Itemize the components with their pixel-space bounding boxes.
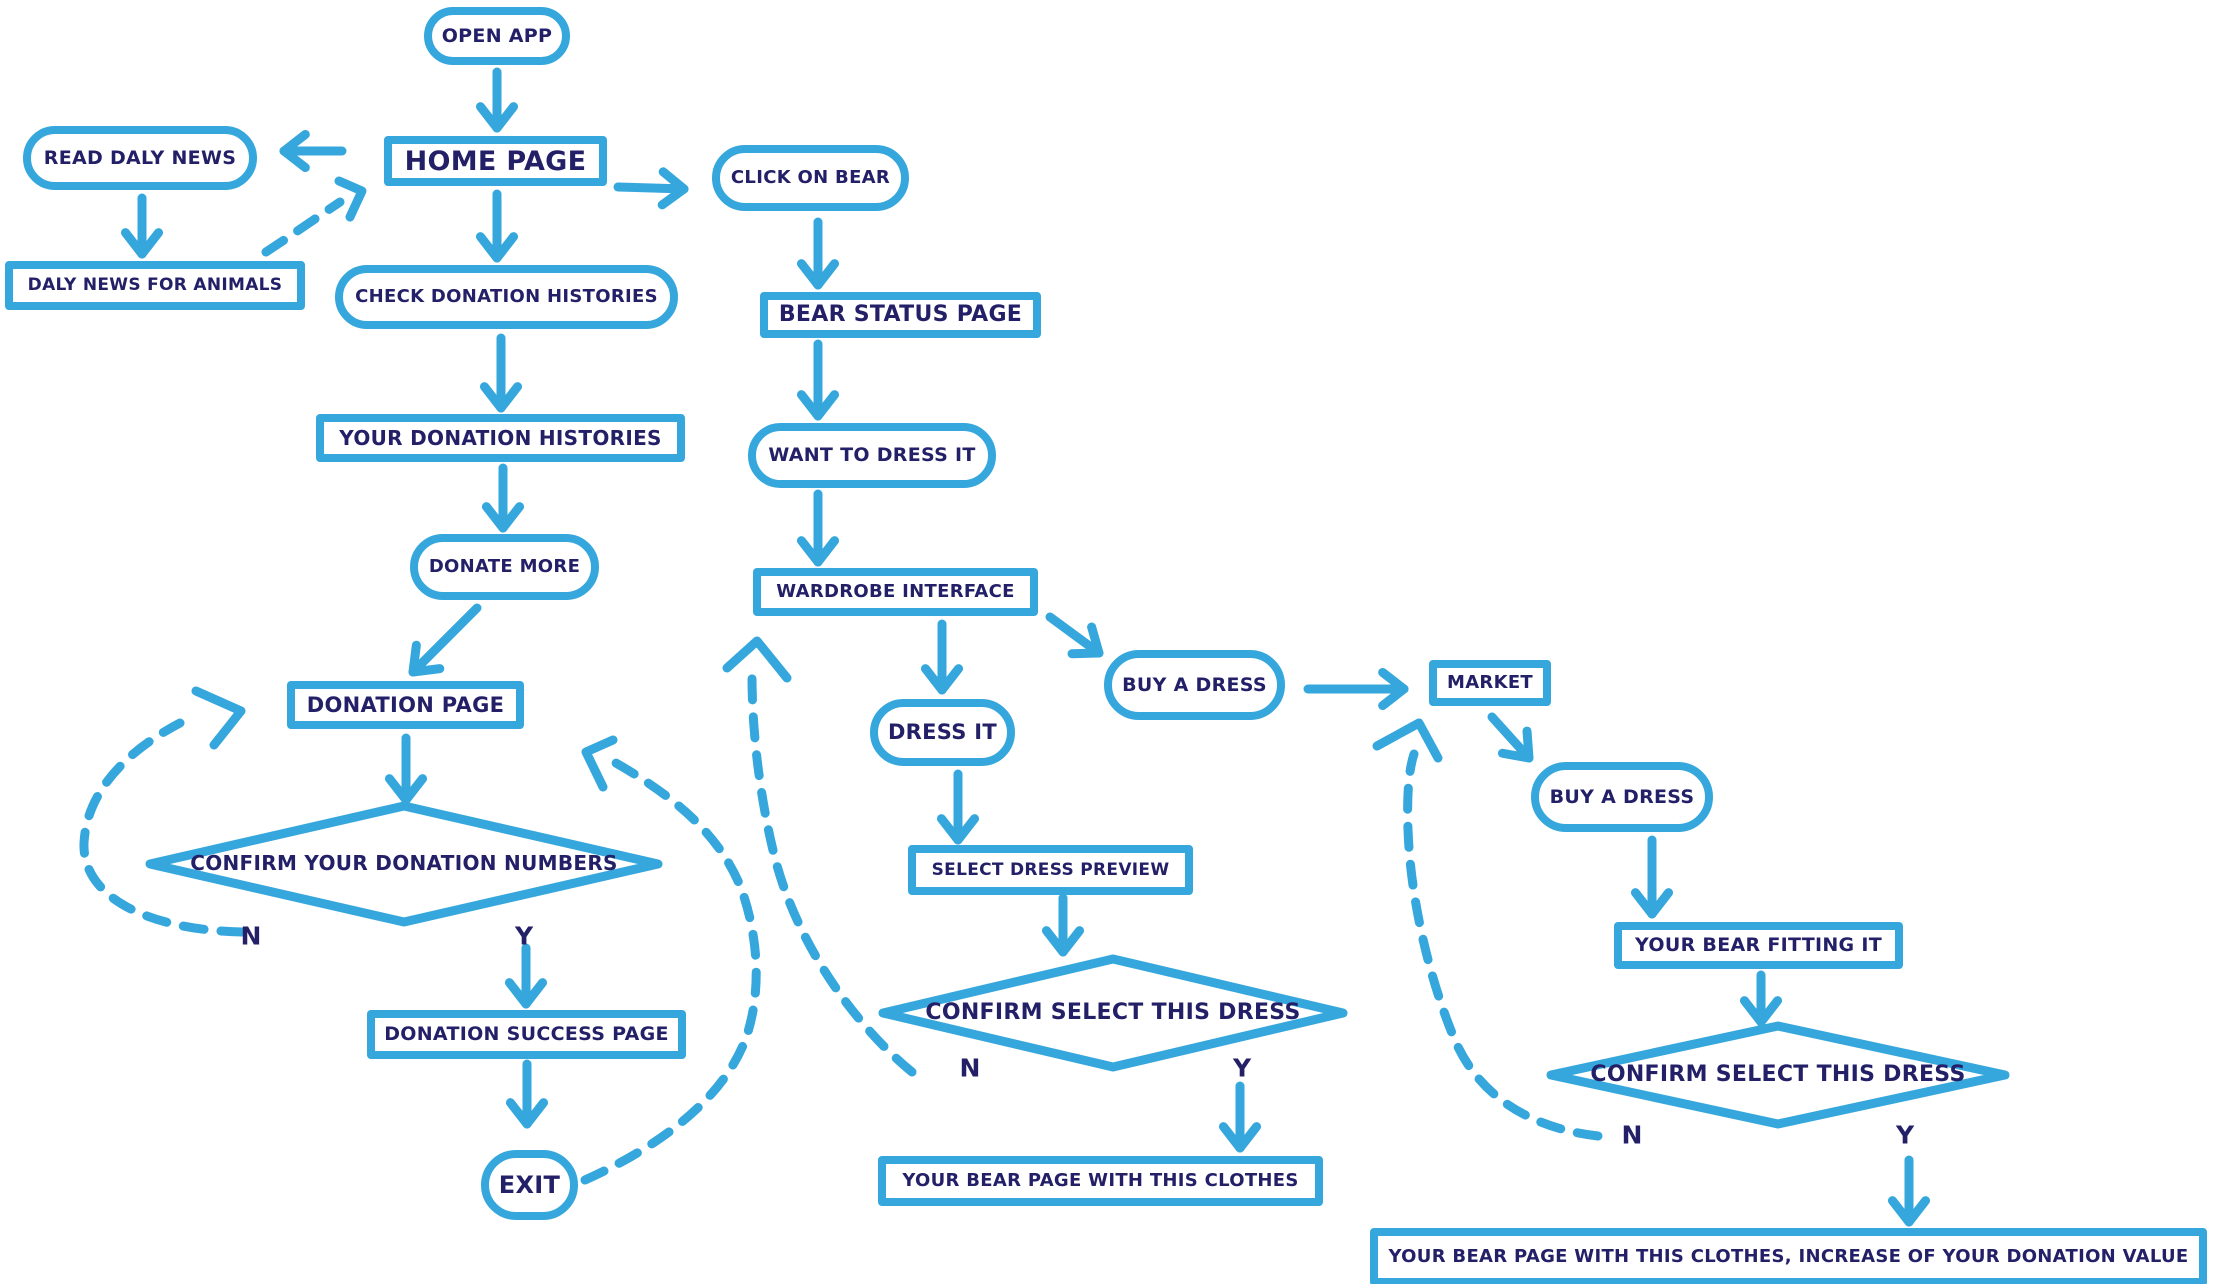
node-want-to-dress-it: WANT TO DRESS IT	[748, 423, 996, 488]
diamond-confirm-select-this-dress-right-label: CONFIRM SELECT THIS DRESS	[1590, 1062, 1966, 1087]
branch-label-no-diamond1: N	[240, 921, 262, 951]
node-buy-a-dress-1-label: BUY A DRESS	[1122, 673, 1267, 696]
diamond-confirm-select-this-dress-mid-labelbox: CONFIRM SELECT THIS DRESS	[913, 988, 1313, 1038]
branch-label-yes-diamond3: Y	[1895, 1120, 1915, 1150]
node-click-on-bear: CLICK ON BEAR	[712, 145, 909, 211]
node-wardrobe-interface: WARDROBE INTERFACE	[753, 568, 1038, 616]
dashed-arrow-diamond3-no-to-market	[1372, 718, 1603, 1141]
node-your-bear-page-increase-value-label: YOUR BEAR PAGE WITH THIS CLOTHES, INCREA…	[1388, 1246, 2189, 1267]
node-read-daily-news: READ DALY NEWS	[23, 126, 257, 190]
node-market: MARKET	[1429, 660, 1551, 706]
node-bear-status-page-label: BEAR STATUS PAGE	[778, 302, 1023, 327]
node-your-bear-page-increase-value: YOUR BEAR PAGE WITH THIS CLOTHES, INCREA…	[1370, 1228, 2207, 1284]
node-exit: EXIT	[481, 1150, 578, 1220]
diamond-confirm-select-this-dress-right	[1546, 1021, 2010, 1129]
solid-flow-arrows	[120, 67, 1931, 1227]
node-daily-news-for-animals: DALY NEWS FOR ANIMALS	[5, 261, 305, 310]
node-your-bear-fitting-it: YOUR BEAR FITTING IT	[1614, 922, 1903, 969]
node-open-app: OPEN APP	[424, 7, 570, 65]
node-donation-page-label: DONATION PAGE	[306, 692, 505, 717]
diamond-confirm-select-this-dress-mid	[878, 954, 1348, 1072]
node-click-on-bear-label: CLICK ON BEAR	[730, 167, 891, 188]
node-daily-news-for-animals-label: DALY NEWS FOR ANIMALS	[27, 275, 283, 295]
branch-label-no-diamond2: N	[959, 1053, 981, 1083]
node-donate-more-label: DONATE MORE	[428, 556, 581, 577]
node-bear-status-page: BEAR STATUS PAGE	[760, 292, 1041, 338]
node-exit-label: EXIT	[498, 1171, 561, 1199]
branch-label-yes-diamond1: Y	[514, 921, 534, 951]
node-buy-a-dress-2: BUY A DRESS	[1531, 762, 1713, 832]
node-your-bear-page-with-this-clothes: YOUR BEAR PAGE WITH THIS CLOTHES	[878, 1156, 1323, 1206]
node-home-page-label: HOME PAGE	[404, 145, 587, 177]
node-buy-a-dress-1: BUY A DRESS	[1104, 650, 1285, 720]
node-dress-it-label: DRESS IT	[887, 720, 998, 744]
dashed-arrow-dailynews-to-homepage	[261, 176, 367, 257]
node-open-app-label: OPEN APP	[441, 24, 553, 47]
node-your-donation-histories: YOUR DONATION HISTORIES	[316, 414, 685, 462]
node-dress-it: DRESS IT	[870, 699, 1015, 766]
branch-label-no-diamond3: N	[1621, 1120, 1643, 1150]
node-check-donation-histories: CHECK DONATION HISTORIES	[335, 265, 678, 329]
dashed-arrow-exit-to-donation-page	[580, 735, 761, 1185]
dashed-arrow-diamond2-no-to-wardrobe	[722, 636, 917, 1077]
node-want-to-dress-it-label: WANT TO DRESS IT	[768, 444, 976, 466]
diamond-confirm-your-donation-numbers	[145, 801, 663, 927]
diamond-confirm-your-donation-numbers-label: CONFIRM YOUR DONATION NUMBERS	[190, 851, 618, 875]
node-select-dress-preview-label: SELECT DRESS PREVIEW	[931, 859, 1170, 880]
node-your-bear-page-with-this-clothes-label: YOUR BEAR PAGE WITH THIS CLOTHES	[902, 1170, 1299, 1191]
node-market-label: MARKET	[1446, 672, 1534, 693]
node-wardrobe-interface-label: WARDROBE INTERFACE	[776, 581, 1015, 602]
node-check-donation-histories-label: CHECK DONATION HISTORIES	[355, 286, 658, 307]
node-donation-success-page-label: DONATION SUCCESS PAGE	[384, 1023, 669, 1045]
diamond-confirm-select-this-dress-right-labelbox: CONFIRM SELECT THIS DRESS	[1578, 1050, 1978, 1100]
node-donate-more: DONATE MORE	[410, 534, 599, 600]
diamond-confirm-your-donation-numbers-labelbox: CONFIRM YOUR DONATION NUMBERS	[174, 838, 634, 888]
node-home-page: HOME PAGE	[384, 136, 607, 186]
node-donation-success-page: DONATION SUCCESS PAGE	[367, 1010, 686, 1059]
dashed-arrow-diamond1-no-to-donation-page	[79, 686, 247, 937]
diamond-confirm-select-this-dress-mid-label: CONFIRM SELECT THIS DRESS	[925, 1000, 1301, 1025]
node-select-dress-preview: SELECT DRESS PREVIEW	[908, 845, 1193, 895]
branch-label-yes-diamond2: Y	[1232, 1053, 1252, 1083]
node-buy-a-dress-2-label: BUY A DRESS	[1549, 785, 1695, 808]
node-your-donation-histories-label: YOUR DONATION HISTORIES	[339, 426, 662, 450]
node-your-bear-fitting-it-label: YOUR BEAR FITTING IT	[1635, 934, 1882, 956]
node-donation-page: DONATION PAGE	[287, 681, 524, 729]
node-read-daily-news-label: READ DALY NEWS	[43, 146, 237, 169]
